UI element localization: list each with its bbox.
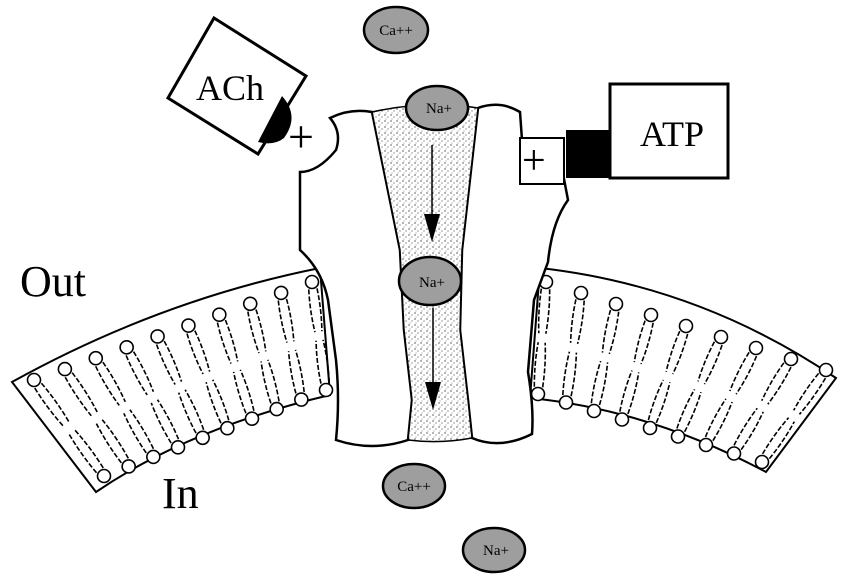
lipid-head bbox=[672, 430, 685, 443]
lipid-head bbox=[275, 286, 288, 299]
lipid-head bbox=[532, 388, 545, 401]
ach-ligand: ACh + bbox=[168, 18, 314, 162]
lipid-head bbox=[120, 341, 133, 354]
lipid-head bbox=[270, 403, 283, 416]
ion-na-bottom: Na+ bbox=[463, 528, 525, 572]
atp-ligand: ATP + bbox=[520, 84, 728, 184]
lipid-head bbox=[89, 352, 102, 365]
lipid-head bbox=[588, 405, 601, 418]
lipid-head bbox=[756, 456, 769, 469]
lipid-head bbox=[575, 287, 588, 300]
ach-label: ACh bbox=[196, 68, 264, 108]
ion-label: Na+ bbox=[483, 543, 509, 559]
lipid-head bbox=[182, 319, 195, 332]
ion-na-pore: Na+ bbox=[399, 257, 461, 305]
lipid-head bbox=[645, 309, 658, 322]
ach-plus-sign: + bbox=[288, 111, 314, 162]
ion-ca-top: Ca++ bbox=[364, 7, 428, 53]
lipid-head bbox=[715, 331, 728, 344]
lipid-head bbox=[246, 412, 259, 425]
atp-binding-block bbox=[566, 130, 610, 178]
lipid-head bbox=[644, 422, 657, 435]
lipid-head bbox=[560, 396, 573, 409]
lipid-head bbox=[750, 342, 763, 355]
lipid-head bbox=[785, 353, 798, 366]
ion-label: Na+ bbox=[419, 275, 445, 291]
membrane-right bbox=[530, 268, 836, 472]
ion-label: Ca++ bbox=[379, 23, 413, 39]
lipid-head bbox=[58, 363, 71, 376]
lipid-head bbox=[616, 413, 629, 426]
lipid-head bbox=[196, 431, 209, 444]
lipid-head bbox=[700, 439, 713, 452]
lipid-head bbox=[122, 460, 135, 473]
ion-label: Ca++ bbox=[397, 479, 431, 495]
lipid-head bbox=[320, 384, 333, 397]
lipid-head bbox=[728, 447, 741, 460]
lipid-head bbox=[28, 374, 41, 387]
lipid-head bbox=[213, 308, 226, 321]
ion-ca-bottom: Ca++ bbox=[383, 464, 445, 508]
lipid-head bbox=[680, 320, 693, 333]
lipid-head bbox=[610, 298, 623, 311]
lipid-head bbox=[172, 441, 185, 454]
ion-na-entry: Na+ bbox=[406, 86, 468, 130]
lipid-head bbox=[295, 393, 308, 406]
out-label: Out bbox=[20, 257, 86, 306]
lipid-head bbox=[244, 297, 257, 310]
atp-plus-sign: + bbox=[522, 138, 546, 184]
lipid-head bbox=[306, 276, 319, 289]
lipid-head bbox=[221, 422, 234, 435]
lipid-head bbox=[151, 330, 164, 343]
lipid-head bbox=[147, 450, 160, 463]
lipid-head bbox=[98, 470, 111, 483]
atp-label: ATP bbox=[640, 114, 704, 154]
lipid-head bbox=[820, 364, 833, 377]
ion-label: Na+ bbox=[426, 101, 452, 117]
in-label: In bbox=[162, 469, 199, 518]
